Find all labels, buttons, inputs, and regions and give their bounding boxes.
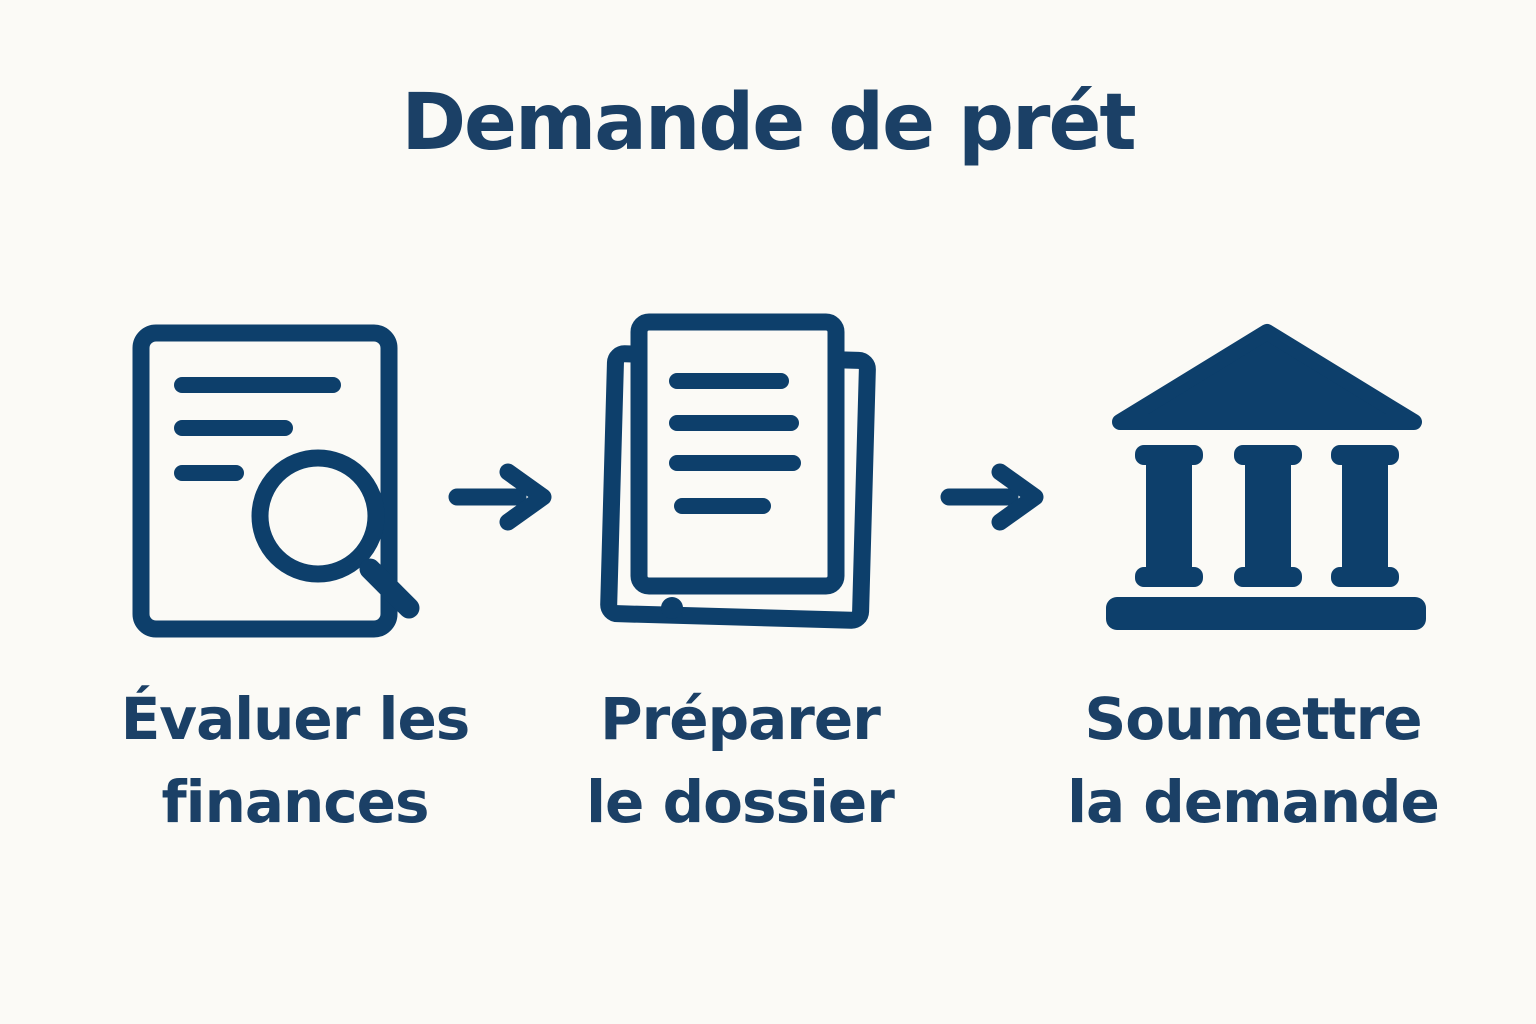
document-magnifier-icon (130, 323, 425, 648)
step-label-submit-application: Soumettre la demande (1028, 678, 1478, 844)
arrow-right-icon (448, 460, 560, 532)
stacked-documents-icon (598, 313, 880, 645)
step-label-line: la demande (1067, 768, 1440, 836)
step-label-line: finances (161, 768, 429, 836)
step-label-line: Évaluer les (120, 685, 471, 753)
step-label-line: le dossier (586, 768, 895, 836)
step-label-line: Préparer (600, 685, 881, 753)
step-label-evaluate-finances: Évaluer les finances (70, 678, 520, 844)
arrow-right-icon (940, 460, 1052, 532)
step-label-line: Soumettre (1084, 685, 1422, 753)
step-label-prepare-file: Préparer le dossier (545, 678, 935, 844)
diagram-title: Demande de prét (401, 78, 1136, 168)
bank-building-icon (1103, 320, 1430, 632)
